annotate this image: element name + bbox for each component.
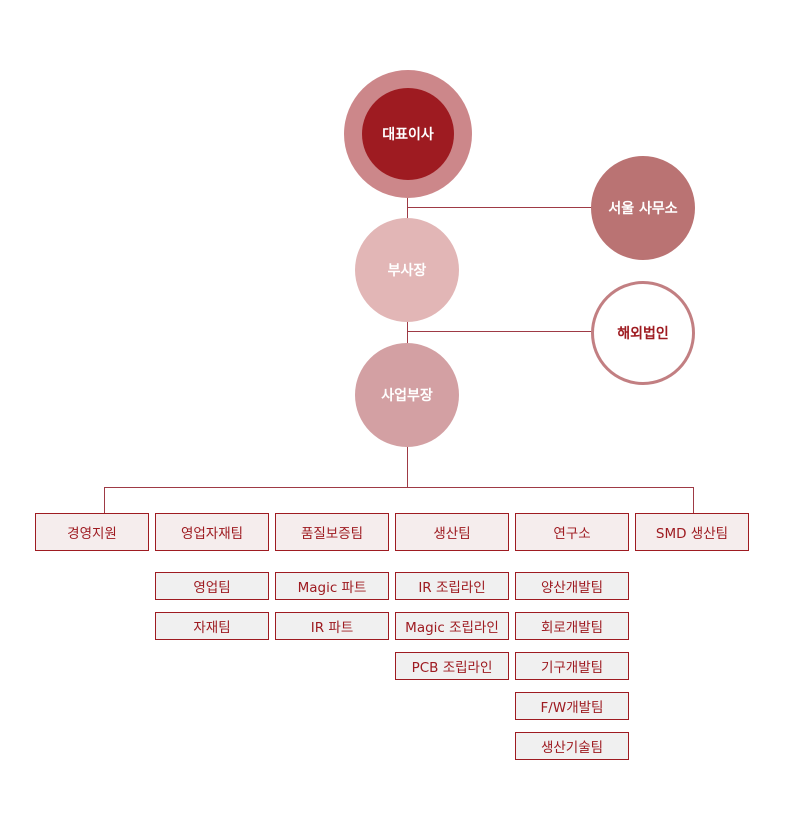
- team-label: 영업팀: [193, 580, 231, 596]
- team-production-tech: 생산기술팀: [515, 732, 629, 760]
- team-label: 양산개발팀: [540, 580, 604, 596]
- team-label: 회로개발팀: [540, 620, 604, 636]
- team-circuit-dev: 회로개발팀: [515, 612, 629, 640]
- business-head-node: 사업부장: [355, 343, 459, 447]
- team-label: F/W개발팀: [540, 700, 604, 716]
- dept-smd-production: SMD 생산팀: [635, 513, 749, 551]
- team-mass-production-dev: 양산개발팀: [515, 572, 629, 600]
- team-sales: 영업팀: [155, 572, 269, 600]
- business-head-label: 사업부장: [381, 388, 433, 404]
- vice-president-label: 부사장: [387, 263, 427, 279]
- ceo-label: 대표이사: [382, 127, 434, 143]
- dept-label: 영업자재팀: [180, 526, 244, 542]
- overseas-corp-node: 해외법인: [591, 281, 695, 385]
- seoul-office-node: 서울 사무소: [591, 156, 695, 260]
- team-pcb-assembly: PCB 조립라인: [395, 652, 509, 680]
- team-magic-part: Magic 파트: [275, 572, 389, 600]
- department-bus-line: [104, 487, 694, 488]
- team-label: PCB 조립라인: [411, 660, 493, 676]
- ceo-node: 대표이사: [362, 88, 454, 180]
- dept-drop-1: [104, 487, 105, 514]
- dept-label: 품질보증팀: [300, 526, 364, 542]
- team-label: Magic 파트: [297, 580, 367, 596]
- team-label: IR 조립라인: [418, 580, 486, 596]
- dept-label: 생산팀: [433, 526, 471, 542]
- seoul-office-label: 서울 사무소: [608, 201, 678, 217]
- team-materials: 자재팀: [155, 612, 269, 640]
- overseas-corp-label: 해외법인: [617, 326, 669, 342]
- dept-research-lab: 연구소: [515, 513, 629, 551]
- team-mechanical-dev: 기구개발팀: [515, 652, 629, 680]
- dept-drop-6: [693, 487, 694, 514]
- dept-quality-assurance: 품질보증팀: [275, 513, 389, 551]
- team-magic-assembly: Magic 조립라인: [395, 612, 509, 640]
- dept-sales-materials: 영업자재팀: [155, 513, 269, 551]
- team-label: IR 파트: [310, 620, 354, 636]
- vice-president-node: 부사장: [355, 218, 459, 322]
- dept-label: 연구소: [553, 526, 591, 542]
- team-label: 생산기술팀: [540, 740, 604, 756]
- dept-label: 경영지원: [67, 526, 117, 542]
- seoul-branch-line: [407, 207, 593, 208]
- team-ir-part: IR 파트: [275, 612, 389, 640]
- team-label: 자재팀: [193, 620, 231, 636]
- dept-production: 생산팀: [395, 513, 509, 551]
- dept-management-support: 경영지원: [35, 513, 149, 551]
- overseas-branch-line: [407, 331, 593, 332]
- team-label: 기구개발팀: [540, 660, 604, 676]
- dept-label: SMD 생산팀: [655, 526, 729, 542]
- team-label: Magic 조립라인: [405, 620, 499, 636]
- team-ir-assembly: IR 조립라인: [395, 572, 509, 600]
- team-firmware-dev: F/W개발팀: [515, 692, 629, 720]
